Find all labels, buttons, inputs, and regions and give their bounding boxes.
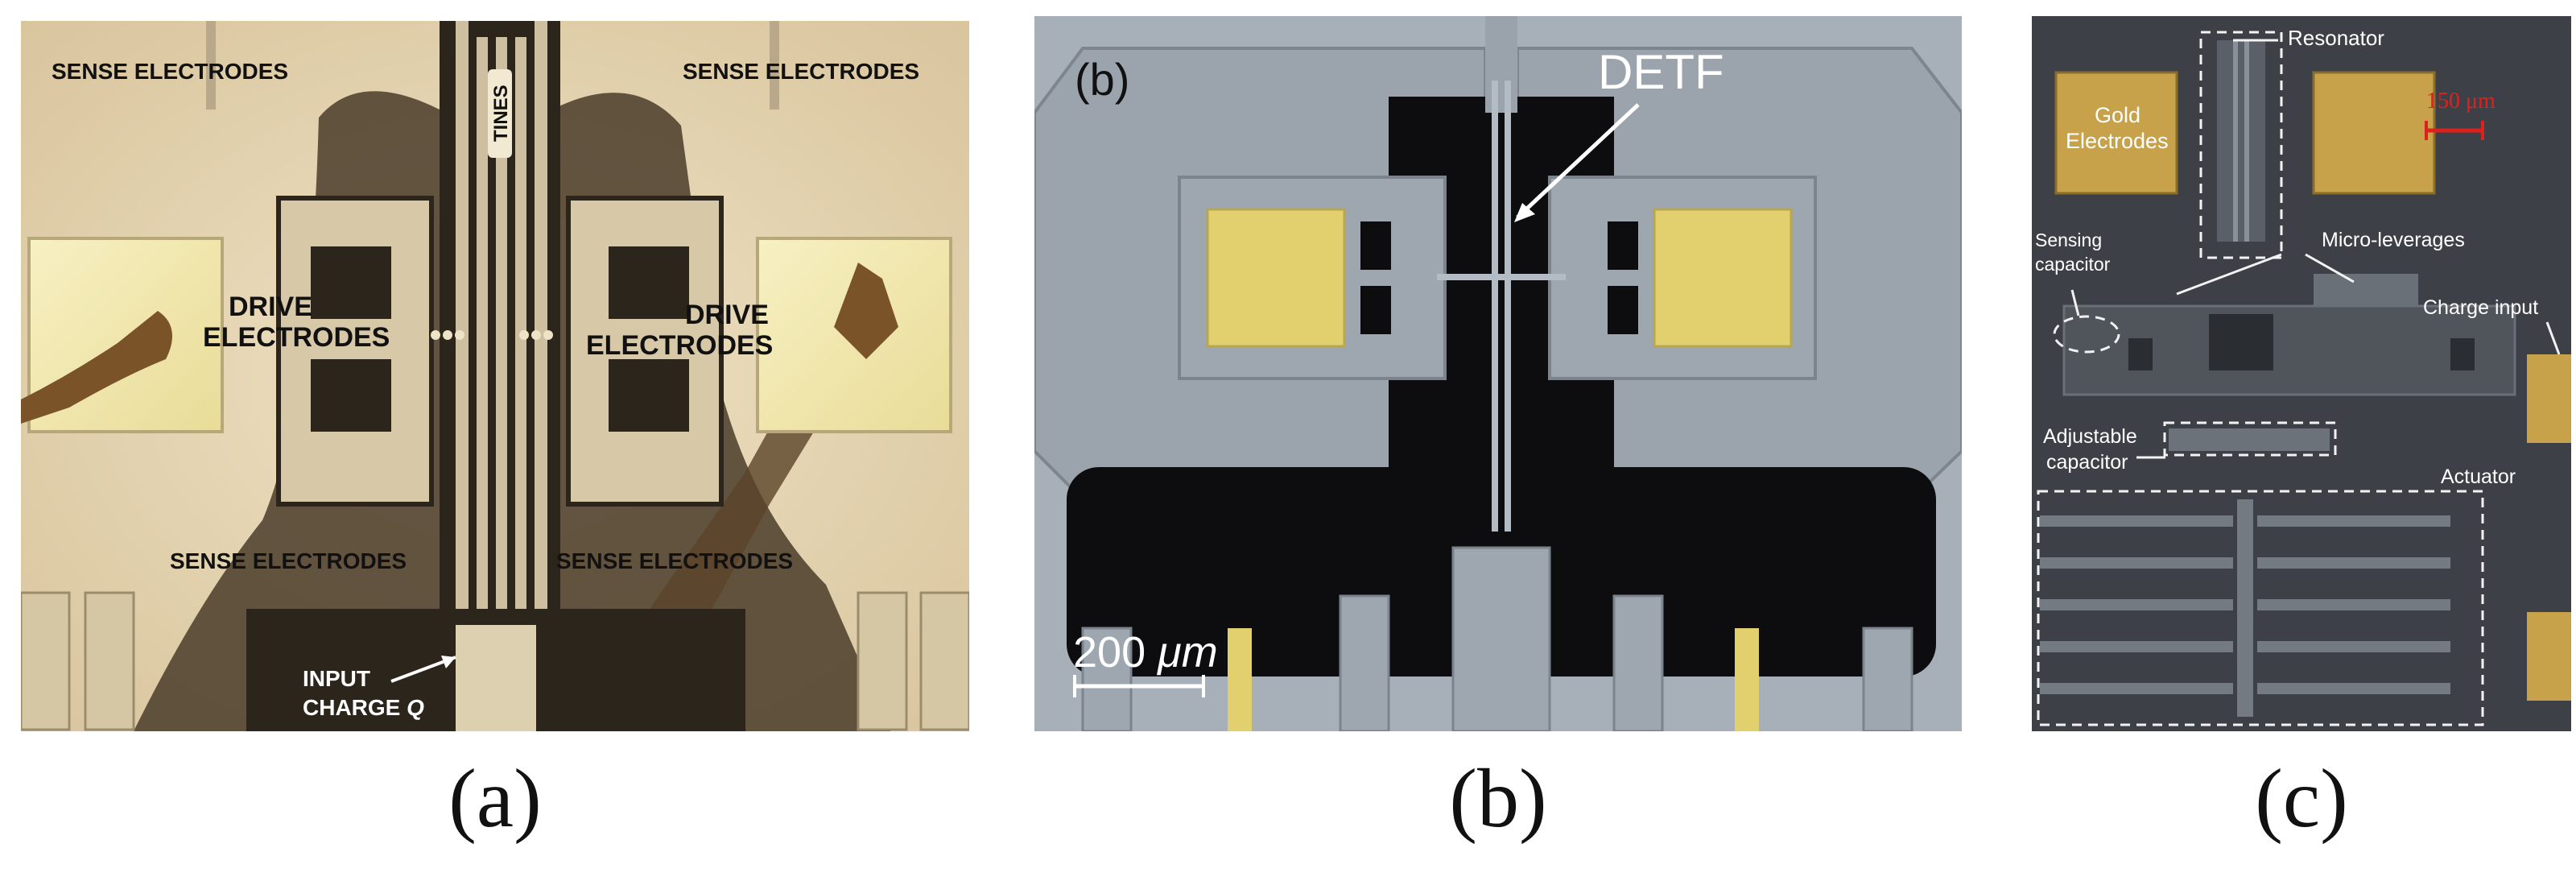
label-sensing-line2: capacitor xyxy=(2035,254,2111,275)
label-sense-electrodes-bottom-right: SENSE ELECTRODES xyxy=(556,548,793,573)
wire-bond-left xyxy=(21,311,172,424)
label-detf: DETF xyxy=(1598,45,1724,99)
input-arrowhead xyxy=(441,656,456,668)
label-input-charge: CHARGE xyxy=(303,695,407,720)
label-drive-right-line2: ELECTRODES xyxy=(586,330,773,361)
label-drive-left-line2: ELECTRODES xyxy=(203,322,390,353)
label-gold-line1: Gold xyxy=(2095,103,2140,127)
gold-electrode-left xyxy=(2054,71,2178,195)
detf-arrow xyxy=(1516,103,1640,219)
gold-trace-left xyxy=(1228,628,1252,731)
panel-c-micrograph: Resonator Gold Electrodes 150 μm Sensing… xyxy=(2032,16,2571,731)
top-comb-fingers xyxy=(206,21,779,110)
panel-b-micrograph: (b) DETF 200 μm xyxy=(1034,16,1962,731)
wire-bond-right xyxy=(834,263,898,359)
sensing-capacitor-outline xyxy=(2053,315,2120,354)
label-sense-electrodes-top-right: SENSE ELECTRODES xyxy=(683,59,919,84)
micro-leverages-structure xyxy=(2062,274,2516,396)
label-sensing-line1: Sensing xyxy=(2035,230,2102,250)
label-drive-left-line1: DRIVE xyxy=(229,292,312,322)
label-charge-input: Charge input xyxy=(2423,296,2538,319)
charge-input-pad xyxy=(2527,354,2571,443)
panel-c-image: Resonator Gold Electrodes 150 μm Sensing… xyxy=(2032,16,2571,731)
adjustable-capacitor-body xyxy=(2169,428,2330,451)
detf-tines xyxy=(1437,16,1566,532)
right-drive-structure xyxy=(566,196,724,507)
panel-b-image: (b) DETF 200 μm xyxy=(1034,16,1962,731)
input-electrode xyxy=(456,625,536,731)
actuator-combs xyxy=(2040,499,2450,717)
label-scale-unit: μm xyxy=(1156,628,1218,676)
gold-pad-left xyxy=(1206,208,1346,348)
label-input-line2: CHARGE Q xyxy=(303,695,424,720)
bottom-electrodes xyxy=(1081,546,1913,731)
label-scale: 200 μm xyxy=(1073,628,1218,676)
resonator-structure xyxy=(2217,40,2265,242)
label-input-line1: INPUT xyxy=(303,666,370,691)
label-sense-electrodes-top-left: SENSE ELECTRODES xyxy=(52,59,288,84)
label-scale: 150 μm xyxy=(2426,89,2496,114)
detf-arrowhead xyxy=(1514,203,1535,222)
gold-pad-right xyxy=(1653,208,1793,348)
caption-c: (c) xyxy=(2255,752,2348,845)
left-drive-structure xyxy=(276,196,434,507)
label-gold-line2: Electrodes xyxy=(2066,129,2169,153)
label-tines: TINES xyxy=(490,85,512,142)
adjustable-capacitor-outline xyxy=(2163,421,2337,457)
pointer-lines xyxy=(2070,39,2561,459)
gold-electrode-right xyxy=(2312,71,2436,195)
label-resonator: Resonator xyxy=(2288,26,2384,50)
label-adjustable-line2: capacitor xyxy=(2046,451,2128,474)
label-micro-leverages: Micro-leverages xyxy=(2322,229,2465,251)
panel-b-tag: (b) xyxy=(1075,54,1129,105)
panel-a-image: SENSE ELECTRODES SENSE ELECTRODES SENSE … xyxy=(21,21,969,731)
gold-trace-right xyxy=(1735,628,1759,731)
label-input-q: Q xyxy=(407,695,424,720)
caption-b: (b) xyxy=(1449,752,1547,845)
comb-windows xyxy=(1360,221,1638,334)
label-scale-value: 200 xyxy=(1073,628,1158,676)
panel-a-micrograph: SENSE ELECTRODES SENSE ELECTRODES SENSE … xyxy=(21,21,969,731)
label-adjustable-line1: Adjustable xyxy=(2043,425,2137,448)
caption-a: (a) xyxy=(448,752,542,845)
coupling-dots xyxy=(431,330,553,340)
label-sense-electrodes-bottom-left: SENSE ELECTRODES xyxy=(170,548,407,573)
label-actuator: Actuator xyxy=(2441,465,2516,488)
edge-pad-bottom xyxy=(2527,612,2571,701)
label-drive-right-line1: DRIVE xyxy=(685,300,769,330)
resonator-outline xyxy=(2199,31,2283,259)
bottom-pad-row xyxy=(21,591,969,731)
